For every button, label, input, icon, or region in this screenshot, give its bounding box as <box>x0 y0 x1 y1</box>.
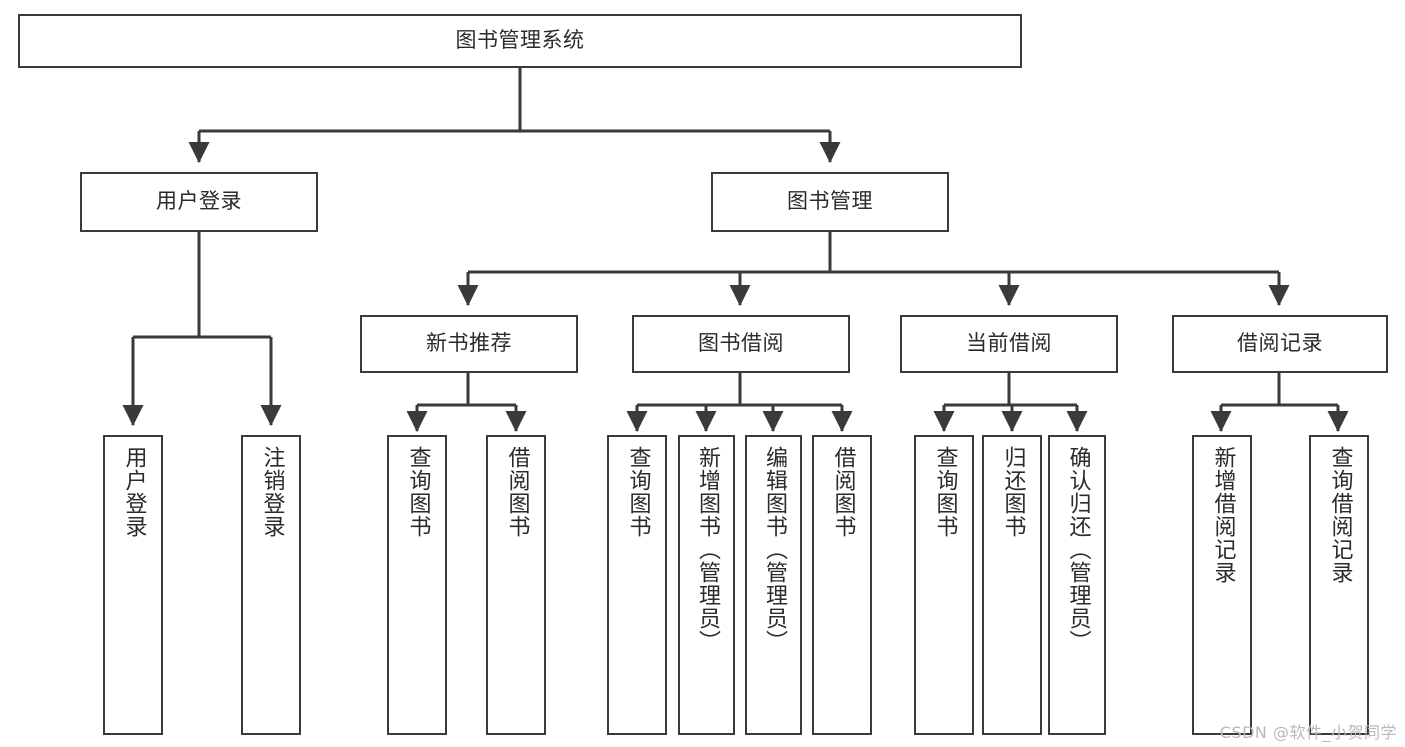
leaf-query-borrow-record[interactable]: 查询借阅记录 <box>1309 435 1369 735</box>
node-book-borrow[interactable]: 图书借阅 <box>632 315 850 373</box>
leaf-edit-book-admin[interactable]: 编辑图书（管理员） <box>745 435 802 735</box>
node-label: 用户登录 <box>156 189 242 214</box>
node-label: 查询图书 <box>405 446 431 538</box>
leaf-confirm-return-admin[interactable]: 确认归还（管理员） <box>1048 435 1106 735</box>
node-label: 查询图书 <box>932 446 958 538</box>
node-label: 借阅图书 <box>830 446 856 538</box>
leaf-borrow-book-recommend[interactable]: 借阅图书 <box>486 435 546 735</box>
leaf-borrow-book[interactable]: 借阅图书 <box>812 435 872 735</box>
node-book-management[interactable]: 图书管理 <box>711 172 949 232</box>
node-root-system[interactable]: 图书管理系统 <box>18 14 1022 68</box>
node-label: 图书管理系统 <box>455 28 585 53</box>
node-label: 新书推荐 <box>426 331 512 356</box>
node-label: 用户登录 <box>121 446 147 538</box>
node-new-book-recommend[interactable]: 新书推荐 <box>360 315 578 373</box>
node-label: 新增借阅记录 <box>1210 446 1236 584</box>
node-label: 图书管理 <box>787 189 873 214</box>
leaf-user-login[interactable]: 用户登录 <box>103 435 163 735</box>
node-user-login[interactable]: 用户登录 <box>80 172 318 232</box>
node-label: 新增图书（管理员） <box>694 446 720 653</box>
leaf-query-book-borrow[interactable]: 查询图书 <box>607 435 667 735</box>
node-label: 借阅图书 <box>504 446 530 538</box>
node-label: 当前借阅 <box>966 331 1052 356</box>
node-borrow-record[interactable]: 借阅记录 <box>1172 315 1388 373</box>
leaf-query-book-current[interactable]: 查询图书 <box>914 435 974 735</box>
node-current-borrow[interactable]: 当前借阅 <box>900 315 1118 373</box>
leaf-add-borrow-record[interactable]: 新增借阅记录 <box>1192 435 1252 735</box>
leaf-query-book-recommend[interactable]: 查询图书 <box>387 435 447 735</box>
node-label: 查询图书 <box>625 446 651 538</box>
node-label: 注销登录 <box>259 446 285 538</box>
leaf-add-book-admin[interactable]: 新增图书（管理员） <box>678 435 735 735</box>
node-label: 图书借阅 <box>698 331 784 356</box>
node-label: 借阅记录 <box>1237 331 1323 356</box>
node-label: 确认归还（管理员） <box>1065 446 1091 653</box>
node-label: 编辑图书（管理员） <box>761 446 787 653</box>
leaf-return-book[interactable]: 归还图书 <box>982 435 1042 735</box>
leaf-logout[interactable]: 注销登录 <box>241 435 301 735</box>
node-label: 归还图书 <box>1000 446 1026 538</box>
node-label: 查询借阅记录 <box>1327 446 1353 584</box>
